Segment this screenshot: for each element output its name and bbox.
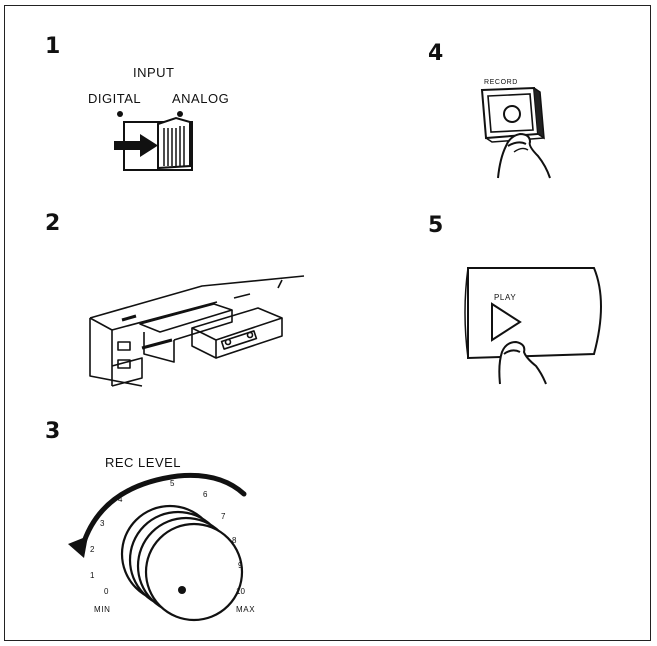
dial-tick: 9 (238, 561, 243, 570)
finger-press-icon (497, 133, 551, 179)
instruction-panel (4, 5, 651, 641)
step-5-number: 5 (428, 213, 444, 238)
dial-tick: 1 (90, 571, 95, 580)
min-label: MIN (94, 605, 111, 614)
analog-label: ANALOG (172, 91, 230, 106)
step-1-number: 1 (45, 34, 61, 59)
dial-tick: 4 (118, 495, 123, 504)
dial-tick: 6 (203, 490, 208, 499)
step-4-number: 4 (428, 41, 444, 66)
play-panel (467, 267, 602, 360)
record-button-illustration (480, 86, 551, 179)
circle-record-icon (503, 105, 521, 123)
digital-label: DIGITAL (88, 91, 142, 106)
cassette-insert-illustration (89, 275, 305, 387)
record-label: RECORD (484, 79, 518, 86)
rec-level-knob (120, 504, 244, 622)
dial-tick: 5 (170, 479, 175, 488)
digital-indicator-dot (117, 111, 123, 117)
dial-tick: 3 (100, 519, 105, 528)
switch-slider (157, 116, 191, 170)
dial-tick: 0 (104, 587, 109, 596)
max-label: MAX (236, 605, 256, 614)
play-panel-illustration (464, 267, 602, 385)
rec-level-label: REC LEVEL (105, 455, 182, 470)
rec-level-dial-illustration (68, 472, 247, 622)
dial-tick: 7 (221, 512, 226, 521)
finger-press-icon (498, 341, 547, 385)
step-3-number: 3 (45, 419, 61, 444)
arrow-icon (114, 134, 158, 157)
dial-tick: 10 (236, 587, 245, 596)
step-2-number: 2 (45, 211, 61, 236)
rotate-arrow-icon (68, 472, 247, 558)
play-label: PLAY (494, 293, 517, 302)
dial-tick: 2 (90, 545, 95, 554)
knob-pointer-dot (178, 586, 186, 594)
analog-indicator-dot (177, 111, 183, 117)
input-switch-illustration (114, 111, 193, 171)
dial-tick: 8 (232, 536, 237, 545)
input-label: INPUT (133, 65, 175, 80)
play-triangle-icon (491, 302, 522, 342)
